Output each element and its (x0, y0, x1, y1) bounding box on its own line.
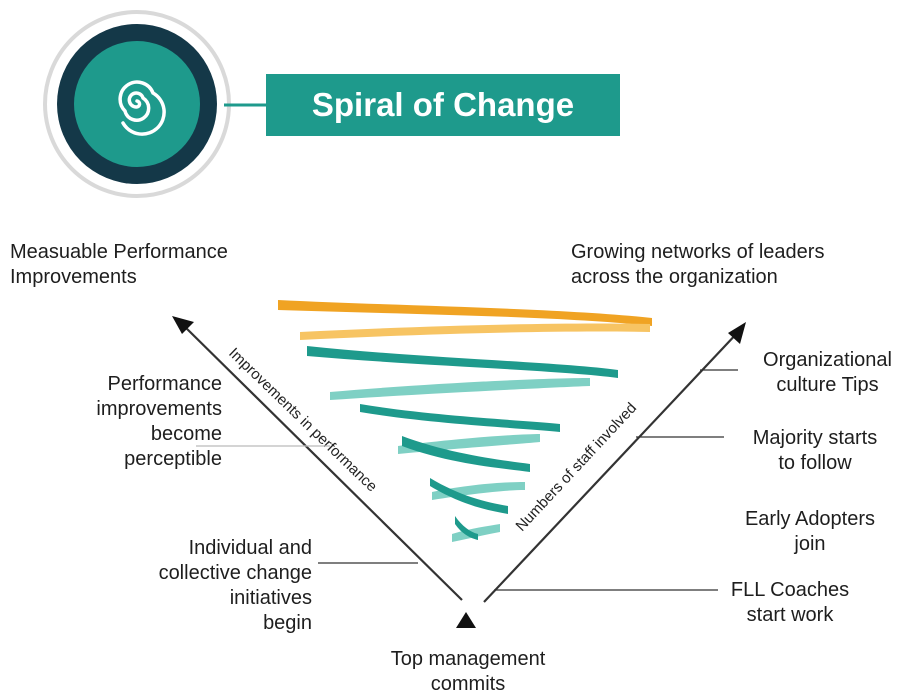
label-line: initiatives (229, 587, 312, 609)
left-axis-label: Improvements in performance (225, 345, 380, 496)
ribbon-band-3 (307, 346, 618, 378)
label-line: join (794, 533, 826, 555)
label-line: Top management (390, 648, 546, 670)
label-measurable-performance: Measuable Performance Improvements (10, 240, 228, 290)
logo-teal-disc (74, 41, 200, 167)
label-majority: Majority starts to follow (720, 426, 910, 476)
label-top-management: Top management commits (348, 647, 588, 697)
label-line: across the organization (571, 266, 778, 288)
label-line: begin (263, 612, 312, 634)
label-line: start work (746, 604, 834, 626)
label-line: to follow (778, 452, 852, 474)
ribbon-band-7 (402, 436, 530, 472)
label-line: improvements (96, 398, 222, 420)
left-axis-arrowhead (172, 316, 194, 334)
label-line: collective change (158, 562, 312, 584)
ribbon-band-9 (430, 478, 508, 514)
ribbon-band-4 (330, 378, 590, 400)
label-line: Performance (107, 373, 223, 395)
label-line: Measuable Performance (10, 241, 228, 263)
label-early-adopters: Early Adopters join (715, 507, 905, 557)
label-organizational-culture: Organizational culture Tips (735, 348, 920, 398)
ribbon-band-11 (455, 516, 478, 540)
ribbon-band-2 (300, 323, 650, 340)
ribbon-band-1 (278, 300, 652, 326)
label-line: perceptible (124, 448, 222, 470)
ribbon-band-10 (452, 524, 500, 542)
label-line: Organizational (763, 349, 892, 371)
label-line: Growing networks of leaders (571, 241, 825, 263)
left-axis-line (179, 321, 463, 601)
page-title: Spiral of Change (266, 74, 620, 136)
label-line: become (150, 423, 222, 445)
label-line: Individual and (188, 537, 312, 559)
ribbon-band-5 (360, 404, 560, 432)
label-perceptible: Performance improvements become percepti… (22, 372, 222, 472)
label-line: Majority starts (752, 427, 878, 449)
label-fll-coaches: FLL Coaches start work (700, 578, 880, 628)
label-line: Early Adopters (744, 508, 876, 530)
bottom-triangle-marker (456, 612, 476, 628)
label-individual-collective: Individual and collective change initiat… (92, 536, 312, 636)
spiral-logo (43, 10, 231, 198)
right-axis-line (483, 329, 741, 603)
label-line: Improvements (10, 266, 137, 288)
label-line: commits (430, 673, 506, 695)
spiral-icon (118, 80, 166, 136)
right-axis-label: Numbers of staff involved (512, 400, 640, 535)
label-growing-networks: Growing networks of leaders across the o… (571, 240, 824, 290)
label-line: FLL Coaches (730, 579, 850, 601)
right-axis-arrowhead (728, 322, 746, 344)
spiral-ribbon (278, 300, 652, 542)
label-line: culture Tips (776, 374, 879, 396)
